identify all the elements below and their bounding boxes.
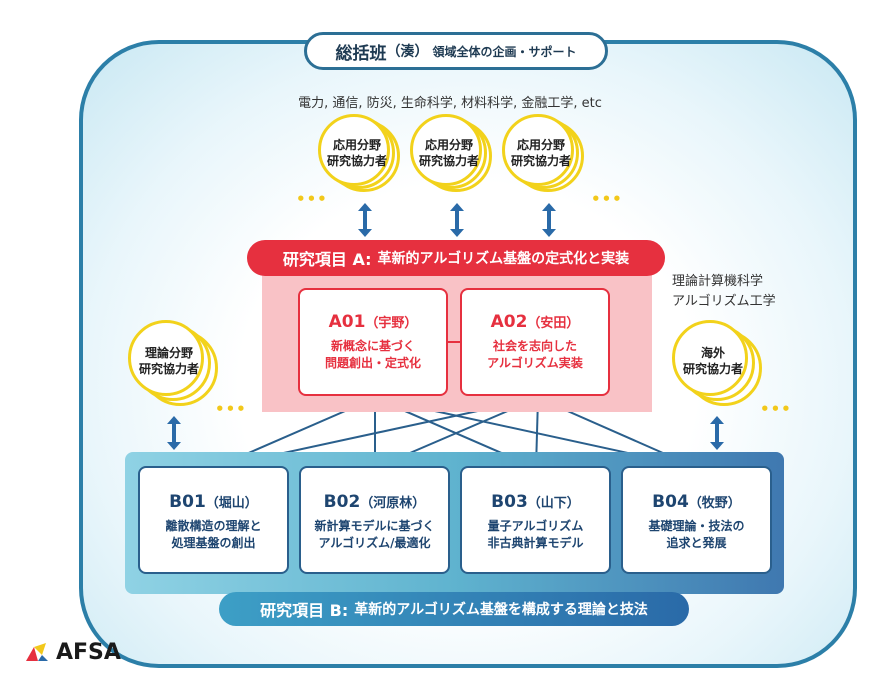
ellipsis-theory: ••• <box>215 400 247 418</box>
group-b03-desc: 量子アルゴリズム 非古典計算モデル <box>487 519 584 550</box>
group-b02-desc: 新計算モデルに基づく アルゴリズム/最適化 <box>314 519 435 550</box>
project-b-title: 革新的アルゴリズム基盤を構成する理論と技法 <box>354 602 648 618</box>
theory-collaborator: 理論分野 研究協力者 <box>128 320 220 406</box>
group-b04: B04（牧野） 基礎理論・技法の 追求と発展 <box>621 466 772 574</box>
project-a-title: 革新的アルゴリズム基盤の定式化と実装 <box>377 251 630 267</box>
double-arrow-icon <box>167 416 181 450</box>
applied-collaborator-3: 応用分野 研究協力者 <box>502 114 594 192</box>
double-arrow-icon <box>542 203 556 237</box>
group-b01: B01（堀山） 離散構造の理解と 処理基盤の創出 <box>138 466 289 574</box>
group-a02-desc: 社会を志向した アルゴリズム実装 <box>487 339 583 370</box>
double-arrow-icon <box>358 203 372 237</box>
title-main: 総括班 <box>335 43 387 64</box>
group-b02: B02（河原林） 新計算モデルに基づく アルゴリズム/最適化 <box>299 466 450 574</box>
title-paren: （湊） <box>386 44 429 60</box>
double-arrow-icon <box>450 203 464 237</box>
group-b04-desc: 基礎理論・技法の 追求と発展 <box>648 519 745 550</box>
project-b-header: 研究項目 B: 革新的アルゴリズム基盤を構成する理論と技法 <box>219 592 689 626</box>
group-b03: B03（山下） 量子アルゴリズム 非古典計算モデル <box>460 466 611 574</box>
afsa-logo-icon <box>26 643 48 661</box>
ellipsis-right: ••• <box>591 190 623 208</box>
ellipsis-overseas: ••• <box>760 400 792 418</box>
theory-fields-text: 理論計算機科学 アルゴリズム工学 <box>672 274 776 309</box>
project-b-lead: 研究項目 B: <box>260 601 349 620</box>
overseas-collaborator: 海外 研究協力者 <box>672 320 764 406</box>
double-arrow-icon <box>710 416 724 450</box>
a-connector <box>448 341 460 343</box>
application-fields-text: 電力, 通信, 防災, 生命科学, 材料科学, 金融工学, etc <box>298 96 602 111</box>
group-a01: A01（宇野） 新概念に基づく 問題創出・定式化 <box>298 288 448 396</box>
project-a-lead: 研究項目 A: <box>282 250 372 269</box>
title-sub: 領域全体の企画・サポート <box>432 44 577 59</box>
group-b01-desc: 離散構造の理解と 処理基盤の創出 <box>165 519 262 550</box>
afsa-logo: AFSA <box>24 636 134 668</box>
coordination-group-title: 総括班 （湊） 領域全体の企画・サポート <box>304 32 608 70</box>
group-a01-desc: 新概念に基づく 問題創出・定式化 <box>324 339 421 370</box>
applied-collaborator-2: 応用分野 研究協力者 <box>410 114 502 192</box>
project-a-header: 研究項目 A: 革新的アルゴリズム基盤の定式化と実装 <box>247 240 665 276</box>
group-a02: A02（安田） 社会を志向した アルゴリズム実装 <box>460 288 610 396</box>
ellipsis-left: ••• <box>296 190 328 208</box>
logo-text: AFSA <box>56 639 121 665</box>
applied-collaborator-1: 応用分野 研究協力者 <box>318 114 410 192</box>
